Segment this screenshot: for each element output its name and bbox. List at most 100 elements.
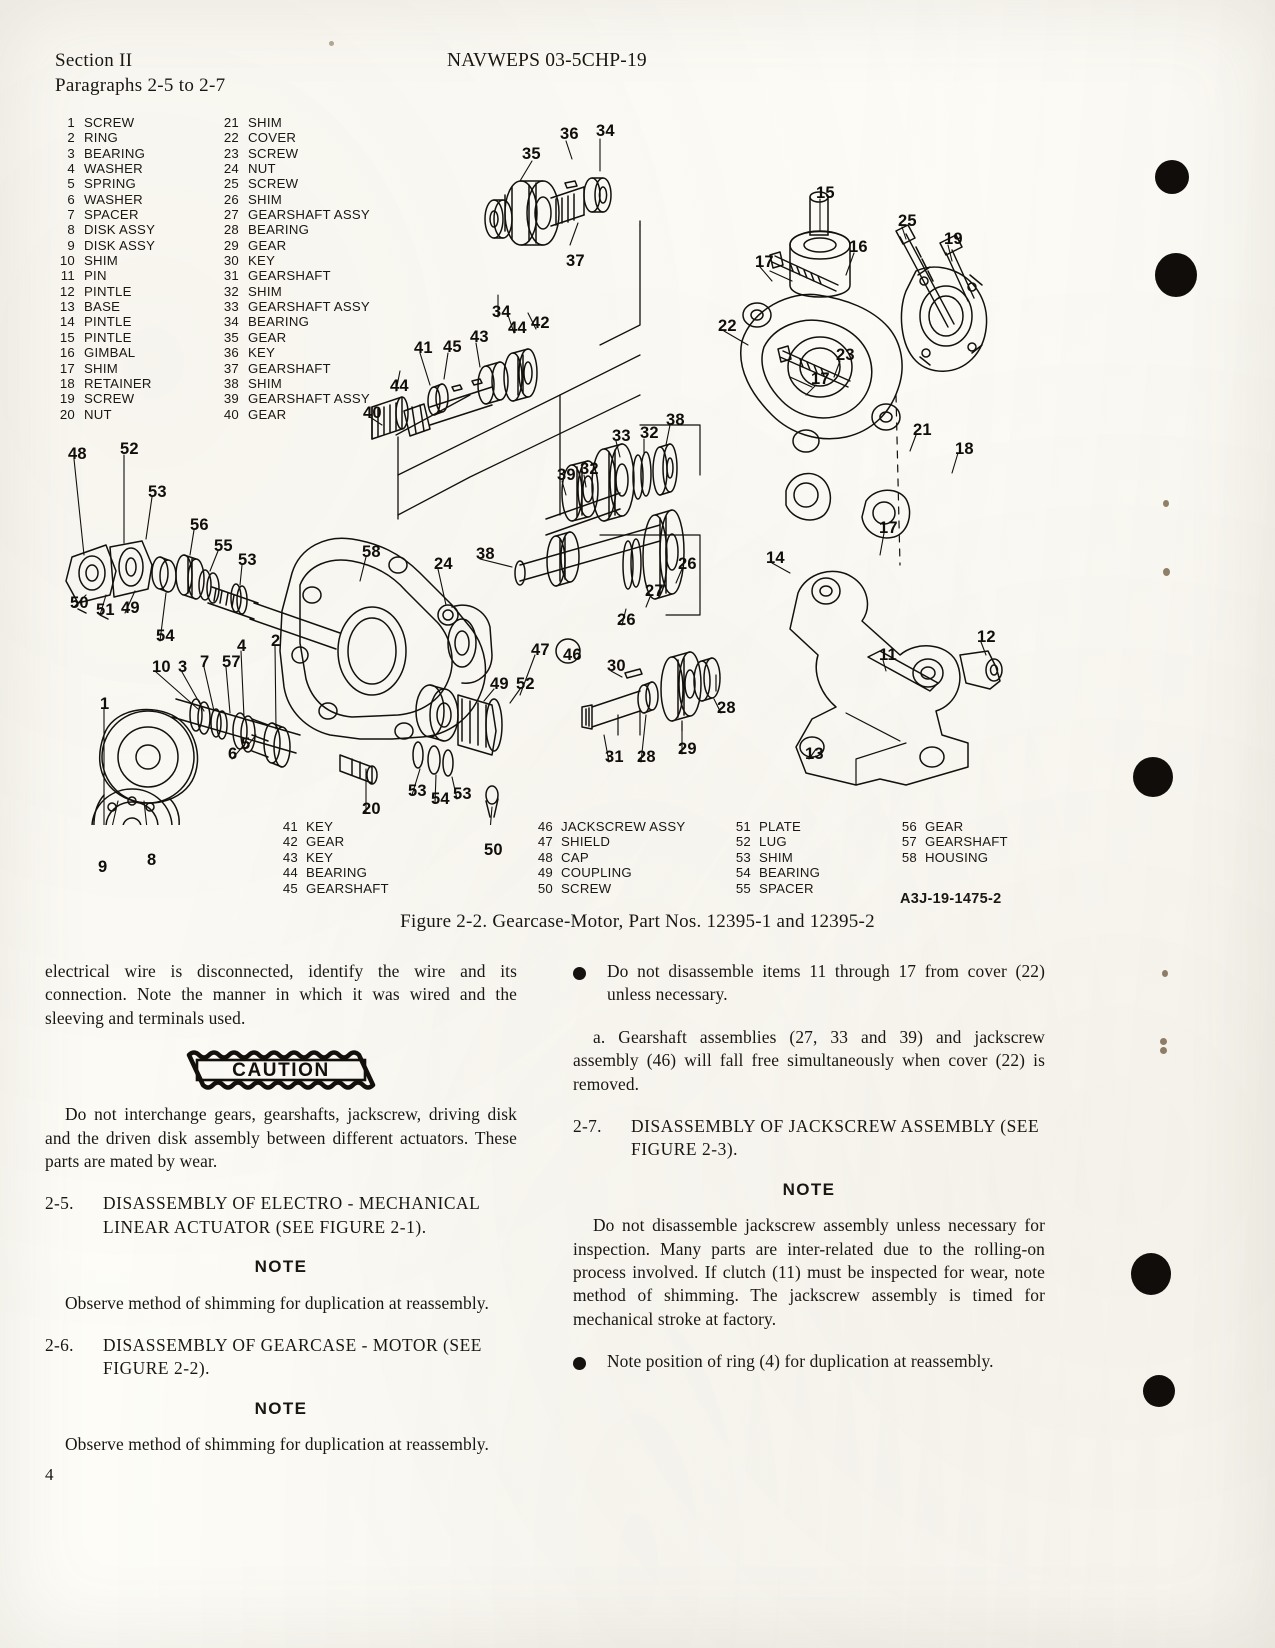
part-name: KEY [248,253,276,269]
figure-callout: 45 [443,338,462,356]
part-name: BEARING [306,865,368,881]
figure-callout: 13 [805,745,824,763]
part-name: SPACER [759,880,814,896]
part-name: SCREW [84,391,135,407]
part-name: BEARING [248,222,310,238]
figure-callout: 38 [476,545,495,563]
figure-callout: 56 [190,516,209,534]
part-name: KEY [306,849,334,865]
part-name: SCREW [84,115,135,130]
part-number: 39 [223,391,239,407]
figure-callout: 15 [816,184,835,202]
caution-text: Do not interchange gears, gearshafts, ja… [45,1104,517,1172]
figure-callout: 53 [408,782,427,800]
part-name: HOUSING [925,849,989,865]
figure-callout: 1 [100,695,110,713]
part-name: COUPLING [561,865,632,881]
part-number: 42 [282,834,298,850]
part-number: 56 [901,819,917,834]
part-name: NUT [84,406,112,422]
figure-callout: 6 [228,745,238,763]
figure-callout: 55 [214,537,233,555]
figure-callout: 44 [508,319,527,337]
part-name: BEARING [248,314,310,330]
drawing-number: A3J-19-1475-2 [900,891,1002,907]
part-name: GIMBAL [84,345,136,361]
scan-mark [1155,160,1189,194]
part-name: SHIM [248,115,282,130]
figure-callout: 5 [241,735,251,753]
figure-callout: 12 [977,628,996,646]
part-number: 12 [59,283,75,299]
part-name: WASHER [84,161,143,177]
part-name: GEARSHAFT [248,360,331,376]
part-name: BEARING [759,865,821,881]
part-number: 27 [223,207,239,223]
part-number: 40 [223,406,239,422]
part-name: GEARSHAFT [925,834,1008,850]
part-number: 33 [223,299,239,315]
paragraph-2-7-title: DISASSEMBLY OF JACKSCREW ASSEMBLY (SEE F… [631,1116,1040,1160]
part-number: 25 [223,176,239,192]
figure-callout: 26 [678,555,697,573]
part-name: SHIM [248,375,282,391]
bullet-item-2: Note position of ring (4) for duplicatio… [573,1350,1045,1373]
part-number: 48 [537,849,553,865]
part-name: GEARSHAFT ASSY [248,299,370,315]
part-number: 21 [223,115,239,130]
scan-mark [1155,253,1197,297]
part-number: 9 [67,237,75,253]
figure-callout: 19 [944,230,963,248]
part-name: WASHER [84,191,143,207]
part-number: 35 [223,329,239,345]
part-name: NUT [248,161,276,177]
part-name: KEY [248,345,276,361]
page-number: 4 [45,1465,54,1484]
bullet-text-2: Note position of ring (4) for duplicatio… [607,1351,994,1372]
figure-callout: 22 [718,317,737,335]
part-number: 18 [59,375,75,391]
figure-callout: 2 [271,632,281,650]
part-name: GEARSHAFT [248,268,331,284]
figure-callout: 28 [637,748,656,766]
manual-number: NAVWEPS 03-5CHP-19 [447,50,647,71]
bullet-dot-icon-2 [573,1350,607,1373]
figure-callout: 53 [148,483,167,501]
part-name: GEAR [306,834,345,850]
part-number: 17 [59,360,75,376]
figure-callout: 54 [156,627,175,645]
figure-callout: 10 [152,658,171,676]
figure-callout: 11 [879,646,897,664]
part-name: SCREW [561,880,612,896]
part-name: COVER [248,130,297,146]
part-number: 26 [223,191,239,207]
scan-speck [1162,970,1168,977]
note-text-2: Observe method of shimming for duplicati… [65,1434,489,1455]
figure-callout: 9 [98,858,108,876]
part-number: 10 [59,253,75,269]
note-label-2: NOTE [254,1398,308,1418]
